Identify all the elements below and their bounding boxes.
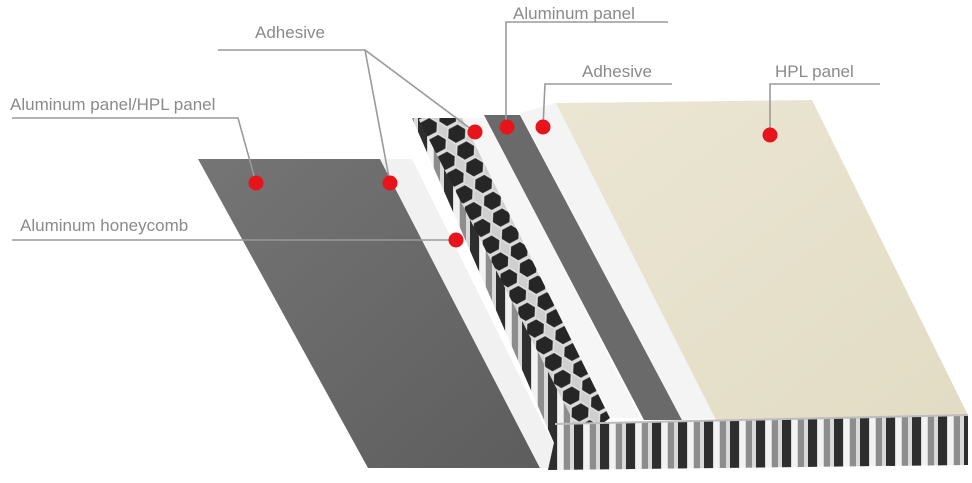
- leader-adhesive-left-branch: [364, 49, 476, 133]
- marker-aluminum-honeycomb: [448, 232, 464, 248]
- front-edge-top-line: [554, 414, 969, 425]
- leader-adhesive-right: [542, 83, 672, 128]
- label-aluminum-hpl-panel: Aluminum panel/HPL panel: [10, 95, 216, 114]
- bottom-adhesive-layer: [380, 159, 565, 468]
- leader-hpl-panel: [769, 83, 880, 135]
- honeycomb-side-wall: [412, 118, 590, 468]
- label-adhesive-right: Adhesive: [582, 62, 652, 81]
- hpl-panel-face: [556, 100, 968, 420]
- label-adhesive-left: Adhesive: [255, 23, 325, 42]
- honeycomb-front-edge: [548, 415, 968, 470]
- marker-adhesive-right: [535, 119, 551, 135]
- top-aluminum-panel: [484, 115, 682, 420]
- label-aluminum-panel: Aluminum panel: [513, 4, 635, 23]
- bottom-aluminum-panel: [198, 159, 540, 468]
- marker-hpl-panel: [762, 127, 778, 143]
- label-aluminum-honeycomb: Aluminum honeycomb: [20, 216, 189, 235]
- leader-lines: [12, 21, 880, 241]
- top-adhesive-layer: [462, 118, 640, 418]
- leader-aluminum-hpl-panel: [12, 117, 257, 184]
- marker-adhesive-bottom: [382, 175, 398, 191]
- marker-aluminum-panel: [499, 119, 515, 135]
- hpl-adhesive-layer: [520, 103, 718, 420]
- label-hpl-panel: HPL panel: [775, 62, 854, 81]
- honeycomb-core: [418, 118, 610, 438]
- leader-aluminum-panel: [505, 21, 668, 127]
- marker-aluminum-hpl-panel: [248, 175, 264, 191]
- markers: [248, 119, 778, 248]
- marker-adhesive-top: [467, 124, 483, 140]
